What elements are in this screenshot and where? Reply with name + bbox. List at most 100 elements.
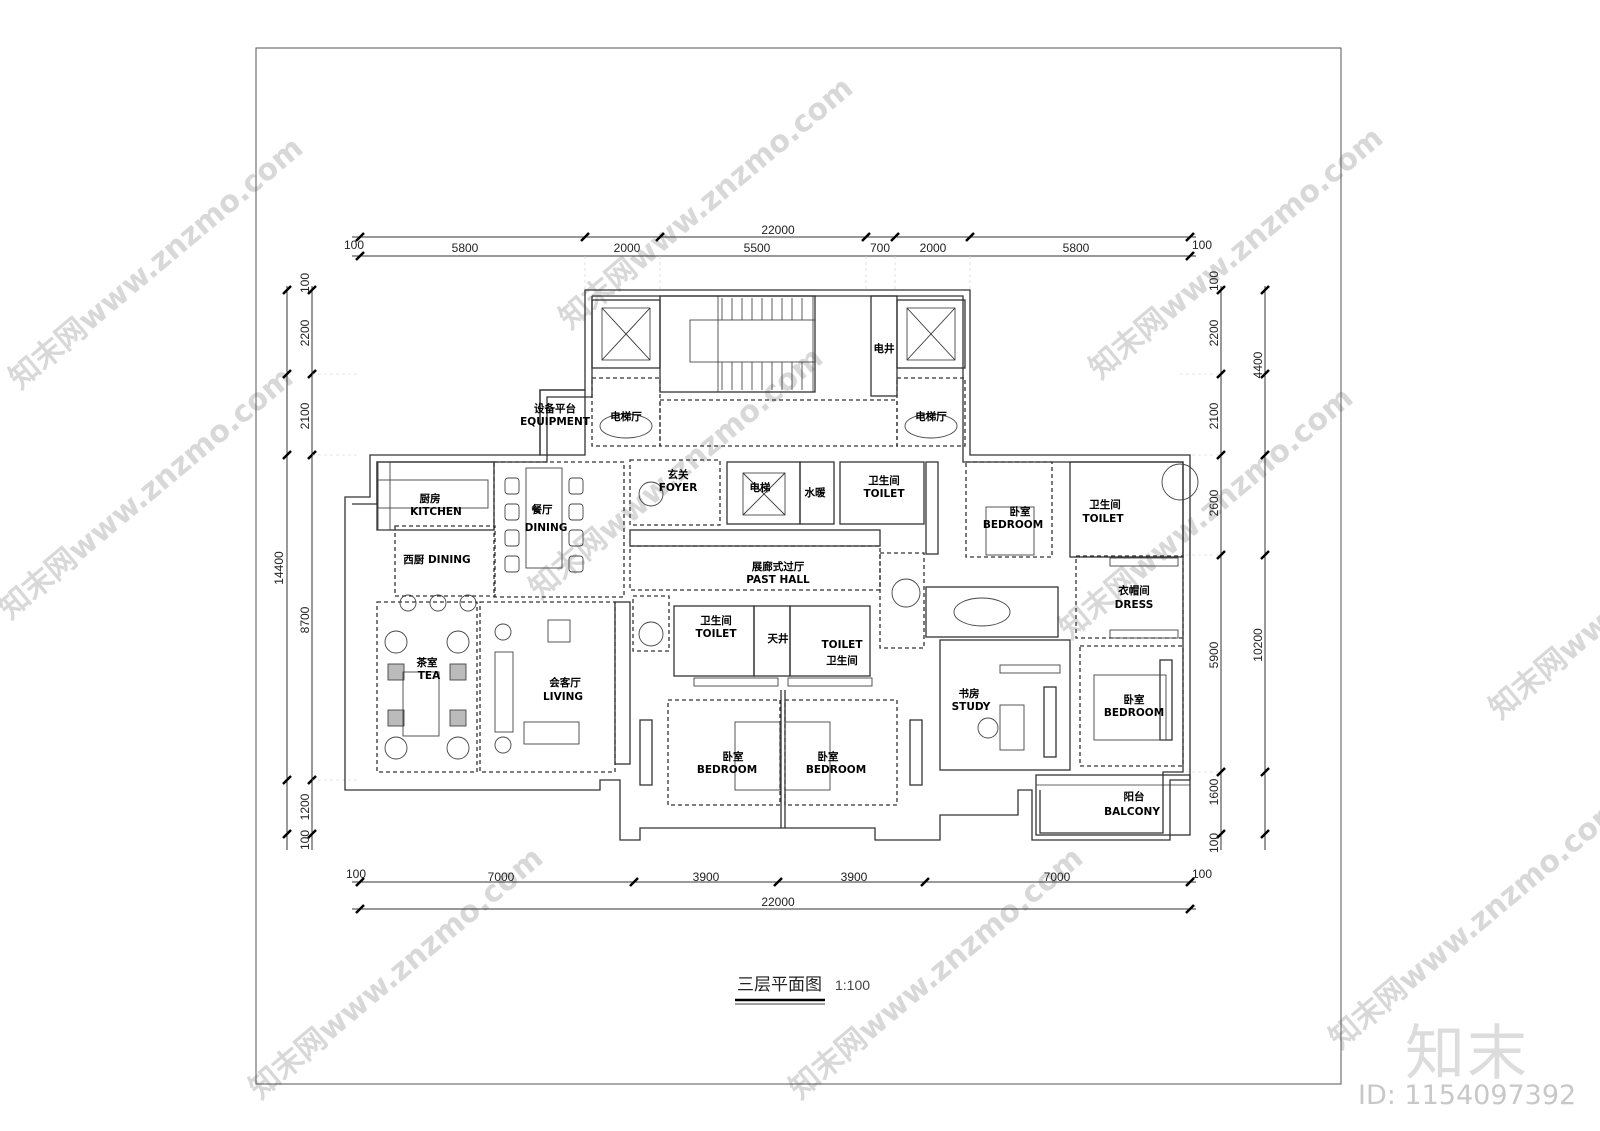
label-toilet-midright-cn: 卫生间 (826, 654, 858, 667)
watermark-text: 知末网www.znzmo.com (1083, 120, 1390, 386)
label-dining-cn: 餐厅 (531, 503, 553, 516)
label-living-cn: 会客厅 (549, 676, 581, 689)
dim-bottom-1: 100 (346, 867, 366, 881)
dimension-tick (1216, 450, 1226, 460)
watermark-layer: 知末网www.znzmo.com 知末网www.znzmo.com 知末网www.z… (0, 70, 1600, 1106)
drawing-title: 三层平面图 (737, 975, 822, 995)
dimension-tick (355, 904, 365, 914)
dimension-tick (920, 877, 930, 887)
label-toilet-ne-en: TOILET (1082, 513, 1124, 525)
dimension-tick (1260, 829, 1270, 839)
label-kitchen-cn: 厨房 (420, 492, 441, 505)
dim-right-total-1: 4400 (1251, 351, 1265, 378)
dimension-tick (655, 232, 665, 242)
dimension-tick (1260, 285, 1270, 295)
dimension-tick (1260, 767, 1270, 777)
dim-left-1: 100 (298, 273, 312, 293)
label-elevator: 电梯 (750, 481, 771, 494)
walls (344, 289, 1191, 841)
dim-bottom-6: 100 (1192, 867, 1212, 881)
stair-treads (721, 298, 803, 390)
document-id: ID: 1154097392 (1358, 1080, 1577, 1111)
dim-left-2: 2200 (298, 319, 312, 346)
label-elevator-hall-right: 电梯厅 (915, 410, 947, 423)
dimension-tick (282, 775, 292, 785)
dimension-tick (1185, 904, 1195, 914)
dimension-tick (355, 232, 365, 242)
dim-bottom-total: 22000 (761, 895, 795, 909)
label-dress-cn: 衣帽间 (1118, 584, 1150, 597)
label-toilet-ne-cn: 卫生间 (1089, 498, 1121, 511)
label-dining-en: DINING (525, 522, 568, 534)
dim-top-total: 22000 (761, 223, 795, 237)
label-balcony-en: BALCONY (1104, 806, 1160, 818)
label-equipment-cn: 设备平台 (534, 402, 576, 415)
dim-left-3: 2100 (298, 402, 312, 429)
label-bedroom-e-cn: 卧室 (1124, 693, 1146, 706)
label-bedroom-mid-cn: 卧室 (818, 750, 839, 763)
dining-chair (568, 503, 584, 521)
label-water-heating: 水暖 (804, 486, 826, 499)
dim-right-total-2: 10200 (1251, 628, 1265, 662)
furniture (377, 413, 1199, 791)
dim-top-5: 700 (870, 241, 890, 255)
label-bedroom-left-cn: 卧室 (723, 750, 744, 763)
label-toilet-midright-en: TOILET (821, 639, 863, 651)
dimension-tick (282, 369, 292, 379)
label-dress-en: DRESS (1115, 599, 1154, 611)
dim-right-2: 2200 (1207, 319, 1221, 346)
dim-top-1: 100 (344, 238, 364, 252)
dim-left-6: 100 (298, 830, 312, 850)
dimension-tick (580, 232, 590, 242)
brand-logo: 知末 (1405, 1019, 1529, 1089)
dim-right-6: 1600 (1207, 778, 1221, 805)
dim-left-total: 14400 (272, 551, 286, 585)
label-elevator-hall-left: 电梯厅 (610, 410, 642, 423)
dim-top-2: 5800 (452, 241, 479, 255)
dim-bottom-4: 3900 (841, 870, 868, 884)
tea-chair (449, 663, 467, 681)
label-electric-shaft: 电井 (874, 342, 895, 355)
dimension-tick (1260, 369, 1270, 379)
label-toilet-midleft-cn: 卫生间 (700, 614, 732, 627)
dimension-tick (773, 877, 783, 887)
label-toilet-center-en: TOILET (863, 488, 905, 500)
dining-chair (504, 477, 520, 495)
dims-right: 100 2200 2100 2600 5900 1600 100 4400 10… (1207, 271, 1265, 853)
label-past-hall-cn: 展廊式过厅 (752, 560, 805, 573)
dim-bottom-5: 7000 (1044, 870, 1071, 884)
dim-left-4: 8700 (298, 606, 312, 633)
dimension-tick (1185, 251, 1195, 261)
label-bedroom-ne-cn: 卧室 (1010, 505, 1032, 518)
tea-chair (387, 663, 405, 681)
dim-top-4: 5500 (744, 241, 771, 255)
dining-chair (504, 529, 520, 547)
dining-chair (568, 529, 584, 547)
label-bedroom-mid-en: BEDROOM (806, 764, 866, 776)
dim-right-1: 100 (1207, 271, 1221, 291)
label-equipment-en: EQUIPMENT (520, 416, 591, 428)
dimension-tick (890, 232, 900, 242)
label-foyer-cn: 玄关 (668, 468, 689, 481)
label-balcony-cn: 阳台 (1124, 790, 1145, 803)
label-past-hall-en: PAST HALL (746, 574, 810, 586)
dim-right-4: 2600 (1207, 489, 1221, 516)
watermark-text: 知末网www.znzmo.com (0, 360, 300, 626)
dimension-tick (1216, 285, 1226, 295)
dim-left-5: 1200 (298, 793, 312, 820)
dimension-tick (1216, 829, 1226, 839)
watermark-text: 知末网www.znzmo.com (1483, 460, 1600, 726)
dim-bottom-3: 3900 (693, 870, 720, 884)
dimension-tick (1216, 369, 1226, 379)
label-toilet-midleft-en: TOILET (695, 628, 737, 640)
dim-right-3: 2100 (1207, 402, 1221, 429)
label-kitchen-en: KITCHEN (410, 506, 462, 518)
dimension-tick (1260, 550, 1270, 560)
dimension-tick (355, 251, 365, 261)
dimension-tick (282, 285, 292, 295)
label-foyer-en: FOYER (659, 482, 698, 494)
dims-left: 100 2200 2100 8700 1200 100 14400 (272, 273, 312, 850)
dim-top-7: 5800 (1063, 241, 1090, 255)
label-study-cn: 书房 (959, 687, 980, 700)
